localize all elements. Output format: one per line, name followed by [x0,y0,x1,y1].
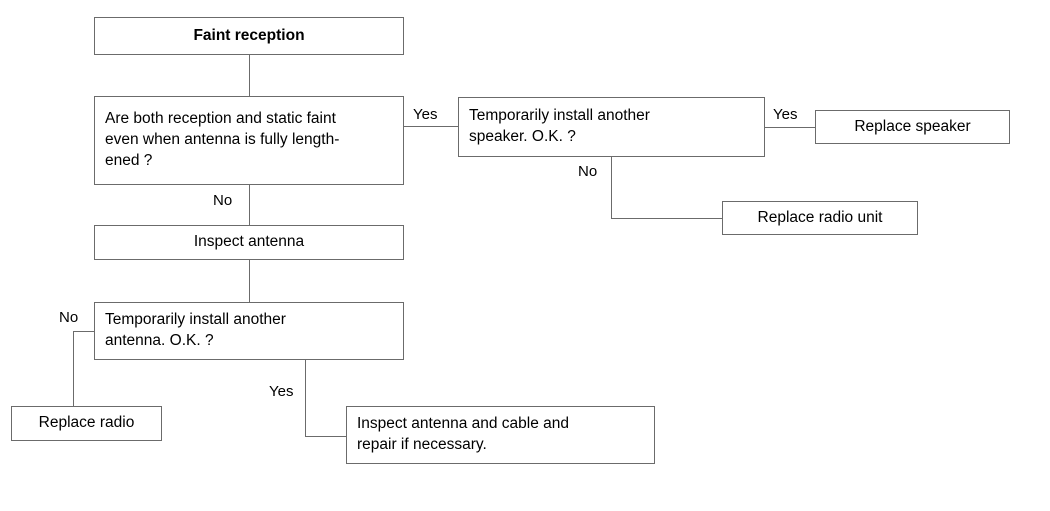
edge-label-antenna-yes: Yes [267,383,296,400]
node-reception-static-question[interactable]: Are both reception and static faint even… [94,96,404,185]
node-start[interactable]: Faint reception [94,17,404,55]
connector-speaker-no-vertical [611,157,612,218]
connector-speaker-no-horizontal [611,218,722,219]
node-install-speaker-question[interactable]: Temporarily install another speaker. O.K… [458,97,765,157]
node-replace-speaker[interactable]: Replace speaker [815,110,1010,144]
node-start-label: Faint reception [193,26,305,44]
node-inspect-antenna[interactable]: Inspect antenna [94,225,404,260]
node-replace-radio[interactable]: Replace radio [11,406,162,441]
connector-inspect-to-antenna-question [249,260,250,302]
node-replace-radio-unit[interactable]: Replace radio unit [722,201,918,235]
connector-antenna-no-horizontal [73,331,94,332]
connector-speaker-yes [765,127,815,128]
node-inspect-antenna-cable-label: Inspect antenna and cable and repair if … [357,415,570,453]
edge-label-speaker-no: No [576,163,600,180]
edge-label-speaker-yes: Yes [771,106,800,123]
edge-label-reception-no: No [211,192,235,209]
connector-antenna-yes-vertical [305,360,306,436]
node-replace-radio-label: Replace radio [38,414,135,432]
edge-label-antenna-no: No [57,309,81,326]
node-install-speaker-question-label: Temporarily install another speaker. O.K… [469,107,650,145]
connector-reception-no [249,185,250,225]
node-inspect-antenna-cable[interactable]: Inspect antenna and cable and repair if … [346,406,655,464]
connector-reception-yes [404,126,458,127]
edge-label-reception-yes: Yes [411,106,440,123]
node-replace-radio-unit-label: Replace radio unit [757,208,883,226]
node-inspect-antenna-label: Inspect antenna [193,233,305,251]
connector-antenna-no-vertical [73,331,74,406]
connector-start-to-reception [249,55,250,96]
connector-antenna-yes-horizontal [305,436,346,437]
node-reception-static-question-label: Are both reception and static faint even… [105,110,340,169]
node-replace-speaker-label: Replace speaker [854,117,971,135]
node-install-antenna-question[interactable]: Temporarily install another antenna. O.K… [94,302,404,360]
node-install-antenna-question-label: Temporarily install another antenna. O.K… [105,311,286,349]
